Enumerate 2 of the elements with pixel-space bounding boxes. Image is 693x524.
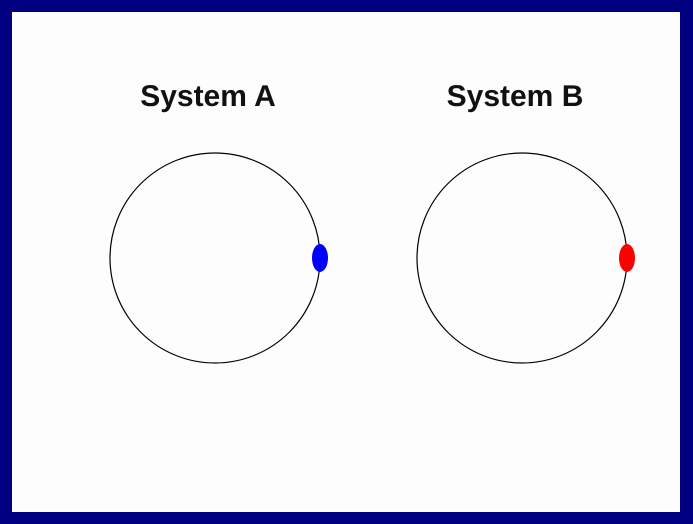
system-title: System A bbox=[139, 80, 277, 114]
system-title: System B bbox=[446, 80, 584, 114]
